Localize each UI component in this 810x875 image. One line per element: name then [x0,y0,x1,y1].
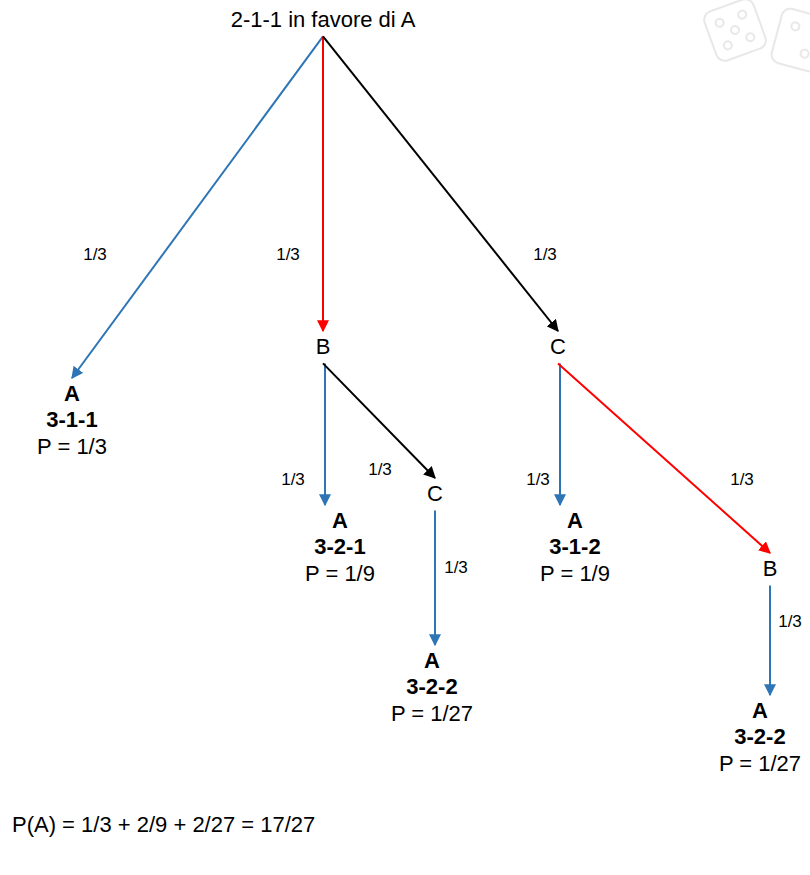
node-line: 3-2-2 [391,674,473,700]
probability-label: 1/3 [728,470,756,490]
node-label: C [550,334,566,360]
node-label: 2-1-1 in favore di A [231,7,416,33]
tree-branch [434,510,436,645]
tree-node: A3-1-2P = 1/9 [537,507,613,588]
node-line: P = 1/27 [391,701,473,727]
tree-node: A3-2-2P = 1/27 [716,697,804,778]
probability-label: 1/3 [531,245,559,265]
node-line: 3-2-1 [305,534,375,560]
tree-branch [324,363,326,505]
node-line: P = 1/3 [37,434,107,460]
tree-branch [558,363,770,553]
node-line: 3-2-2 [719,724,801,750]
tree-node: B [760,555,781,583]
node-label: A [540,508,610,534]
tree-branch [72,36,323,378]
node-line: 3-1-2 [540,534,610,560]
probability-label: 1/3 [524,470,552,490]
node-label: A [305,508,375,534]
node-label: B [316,334,331,360]
node-label: A [37,381,107,407]
node-label: A [719,698,801,724]
tree-node: A3-2-1P = 1/9 [302,507,378,588]
tree-branch [559,363,561,505]
tree-node: A3-2-2P = 1/27 [388,647,476,728]
node-label: A [391,648,473,674]
tree-branch [323,36,558,331]
tree-node: C [547,333,569,361]
probability-label: 1/3 [279,470,307,490]
tree-node: C [424,480,446,508]
node-label: B [763,556,778,582]
tree-node: B [313,333,334,361]
total-formula: P(A) = 1/3 + 2/9 + 2/27 = 17/27 [12,812,315,838]
tree-node: A3-1-1P = 1/3 [34,380,110,461]
tree-node: 2-1-1 in favore di A [228,6,419,34]
tree-branch [769,585,771,695]
node-line: P = 1/9 [540,561,610,587]
node-line: P = 1/9 [305,561,375,587]
probability-label: 1/3 [366,460,394,480]
tree-branch [322,36,324,331]
node-line: P = 1/27 [719,751,801,777]
node-line: 3-1-1 [37,407,107,433]
probability-label: 1/3 [442,558,470,578]
node-label: C [427,481,443,507]
probability-label: 1/3 [776,612,804,632]
probability-label: 1/3 [81,245,109,265]
probability-label: 1/3 [274,245,302,265]
